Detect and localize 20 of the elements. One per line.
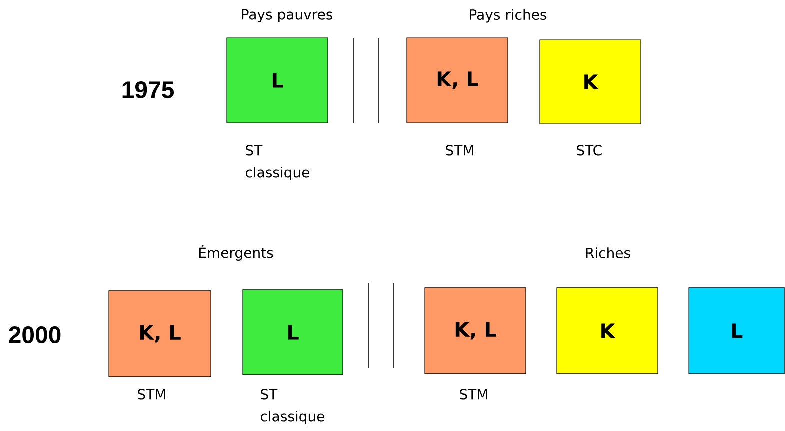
factor-box: L [688,288,785,374]
group-heading: Pays riches [470,9,547,23]
node-label: STM [446,145,474,156]
factor-box: L [242,290,344,376]
group-heading: Pays pauvres [242,9,333,23]
factor-box: K [540,40,642,124]
node-label: ST classique [260,389,324,424]
node-label: ST classique [246,145,310,180]
year-label: 1975 [122,82,174,98]
factor-box: K, L [424,288,526,374]
factor-box: K [556,288,658,374]
year-label: 2000 [9,326,61,344]
group-heading: Riches [586,248,630,258]
node-label: STC [577,145,602,156]
group-heading: Émergents [200,245,274,261]
factor-box: K, L [406,38,508,124]
factor-box: K, L [108,290,212,378]
node-label: STM [138,389,166,400]
factor-box: L [226,38,328,124]
node-label: STM [460,389,488,400]
